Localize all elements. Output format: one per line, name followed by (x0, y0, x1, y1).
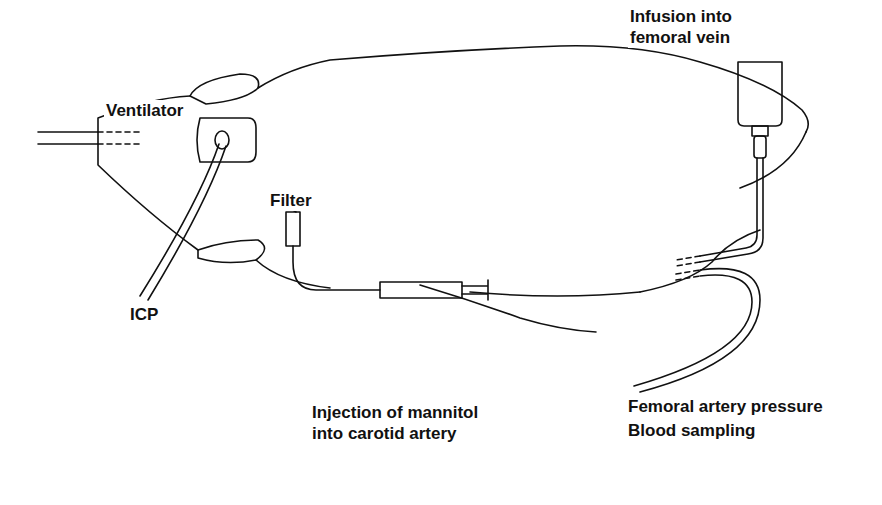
injection-label: Injection of mannitol into carotid arter… (310, 402, 514, 444)
syringe-barrel (380, 282, 462, 298)
belly-outline (470, 292, 640, 296)
sampling-label: Blood sampling (626, 420, 758, 441)
skull-window (197, 118, 256, 162)
filter-label: Filter (268, 190, 314, 211)
bottle-cap (752, 126, 768, 136)
icp-label: ICP (128, 304, 160, 325)
ventilator-label: Ventilator (104, 100, 185, 121)
infusion-bottle (738, 62, 782, 126)
head-outline (98, 96, 198, 250)
ear (198, 240, 265, 263)
arterial-catheter (676, 270, 700, 280)
syringe-tube (293, 246, 380, 290)
ventilator-tube (38, 132, 98, 144)
front-leg (420, 285, 596, 332)
infusion-label: Infusion into femoral vein (628, 6, 792, 48)
filter (286, 212, 300, 246)
drip-chamber (754, 136, 766, 158)
pressure-label: Femoral artery pressure (626, 396, 825, 417)
tracheal-tube (98, 132, 140, 144)
venous-catheter (676, 256, 700, 266)
burr-hole (215, 131, 229, 149)
infusion-line (700, 158, 763, 262)
ear (190, 74, 259, 104)
arterial-line (634, 269, 760, 392)
back-outline (258, 46, 808, 132)
icp-lead (140, 144, 226, 300)
syringe-plunger (462, 280, 488, 300)
